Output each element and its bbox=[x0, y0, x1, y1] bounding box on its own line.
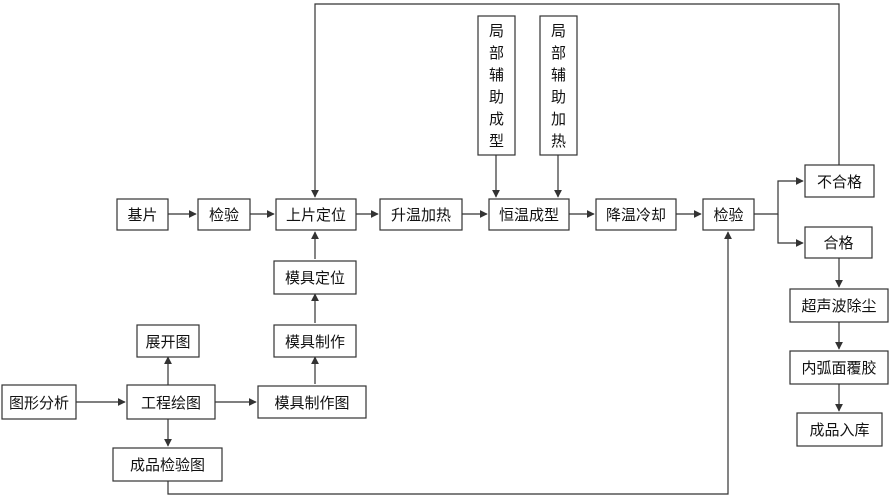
node-tuxing-fenxi: 图形分析 bbox=[1, 384, 77, 420]
node-label: 图形分析 bbox=[9, 394, 69, 412]
node-label: 检验 bbox=[713, 206, 743, 224]
node-label: 恒温成型 bbox=[499, 206, 559, 224]
node-jubu-fuzhu-jiare: 局部辅助加热 bbox=[539, 15, 578, 156]
node-label: 降温冷却 bbox=[606, 206, 666, 224]
node-chaoshengbo-chuchen: 超声波除尘 bbox=[789, 288, 889, 323]
node-zhankaitu: 展开图 bbox=[136, 324, 200, 358]
node-neihumian-fujiao: 内弧面覆胶 bbox=[789, 350, 889, 385]
node-label: 成品入库 bbox=[809, 421, 869, 439]
node-label: 升温加热 bbox=[391, 206, 451, 224]
node-jiangwen-lengque: 降温冷却 bbox=[595, 198, 677, 231]
node-label: 内弧面覆胶 bbox=[801, 359, 876, 377]
node-chengpin-jianyantu: 成品检验图 bbox=[112, 447, 223, 482]
node-shangpian-dingwei: 上片定位 bbox=[275, 198, 357, 231]
edges bbox=[76, 3, 843, 495]
node-label: 成品检验图 bbox=[130, 456, 205, 474]
node-label: 不合格 bbox=[817, 173, 862, 191]
node-label: 模具定位 bbox=[285, 269, 345, 287]
edge-jianyan2-buhege bbox=[754, 177, 804, 215]
node-jianyan-2: 检验 bbox=[702, 198, 755, 231]
node-label: 上片定位 bbox=[286, 206, 346, 224]
node-chengpin-ruku: 成品入库 bbox=[796, 412, 883, 447]
node-label: 工程绘图 bbox=[141, 394, 201, 412]
node-label: 模具制作 bbox=[285, 333, 345, 351]
node-gongcheng-huitu: 工程绘图 bbox=[126, 384, 216, 420]
node-label: 检验 bbox=[209, 206, 239, 224]
node-jipian: 基片 bbox=[116, 198, 169, 231]
node-jianyan: 检验 bbox=[197, 198, 251, 231]
node-hege: 合格 bbox=[804, 226, 873, 259]
node-moju-zhizuo: 模具制作 bbox=[273, 324, 357, 358]
node-label: 超声波除尘 bbox=[801, 297, 876, 315]
edge-jianyan2-hege bbox=[777, 214, 804, 247]
node-label: 模具制作图 bbox=[274, 394, 349, 412]
node-buhege: 不合格 bbox=[804, 164, 875, 198]
node-label: 合格 bbox=[823, 234, 853, 252]
node-moju-zhizuotu: 模具制作图 bbox=[257, 385, 367, 419]
node-moju-dingwei: 模具定位 bbox=[273, 260, 357, 295]
node-label: 展开图 bbox=[145, 333, 190, 351]
node-label: 基片 bbox=[127, 206, 157, 224]
edge-buhege-shangpian-loop bbox=[311, 3, 840, 198]
node-label: 局部辅助加热 bbox=[551, 22, 566, 150]
node-label: 局部辅助成型 bbox=[489, 22, 504, 150]
node-jubu-fuzhu-chengxing: 局部辅助成型 bbox=[477, 15, 516, 156]
node-shengwen-jiare: 升温加热 bbox=[379, 198, 463, 231]
edge-chengpinjianyantu-jianyan2 bbox=[167, 231, 732, 495]
node-hengwen-chengxing: 恒温成型 bbox=[488, 198, 570, 231]
